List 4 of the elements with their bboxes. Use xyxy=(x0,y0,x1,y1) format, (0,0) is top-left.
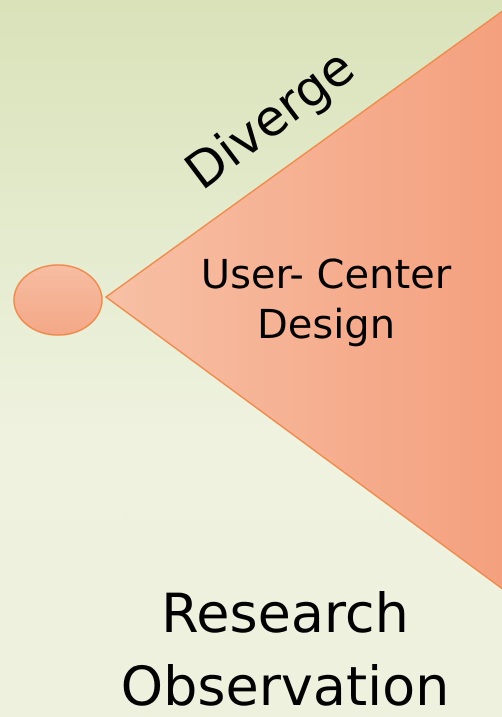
label-text: Research Observation xyxy=(120,581,450,717)
node-text: User- Center Design xyxy=(200,251,452,350)
triangle-node xyxy=(106,10,502,590)
ellipse-node xyxy=(13,264,103,336)
